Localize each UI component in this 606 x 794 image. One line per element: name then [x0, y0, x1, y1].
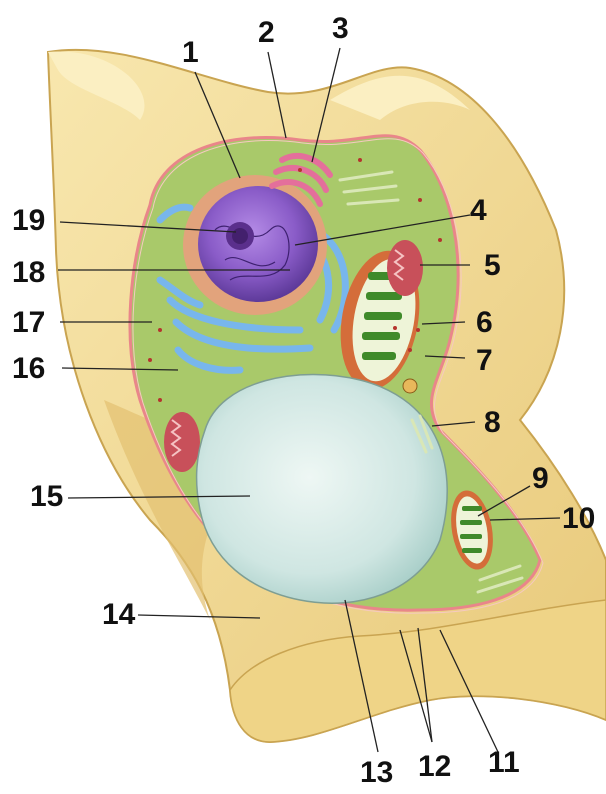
label-18: 18 — [12, 256, 45, 289]
nucleus — [183, 175, 327, 315]
label-17: 17 — [12, 306, 45, 339]
label-3: 3 — [332, 12, 349, 45]
mitochondrion-upper-right — [387, 240, 423, 296]
label-19: 19 — [12, 204, 45, 237]
nucleolus — [226, 222, 254, 250]
label-7: 7 — [476, 344, 493, 377]
label-14: 14 — [102, 598, 136, 631]
mitochondrion-left — [164, 412, 200, 472]
central-vacuole — [197, 374, 448, 603]
vesicle — [403, 379, 417, 393]
label-12: 12 — [418, 750, 451, 783]
label-8: 8 — [484, 406, 501, 439]
label-13: 13 — [360, 756, 393, 789]
label-15: 15 — [30, 480, 63, 513]
label-1: 1 — [182, 36, 199, 69]
label-9: 9 — [532, 462, 549, 495]
label-11: 11 — [488, 746, 520, 779]
label-6: 6 — [476, 306, 493, 339]
label-10: 10 — [562, 502, 595, 535]
label-16: 16 — [12, 352, 45, 385]
label-4: 4 — [470, 194, 487, 227]
label-2: 2 — [258, 16, 275, 49]
label-5: 5 — [484, 249, 501, 282]
